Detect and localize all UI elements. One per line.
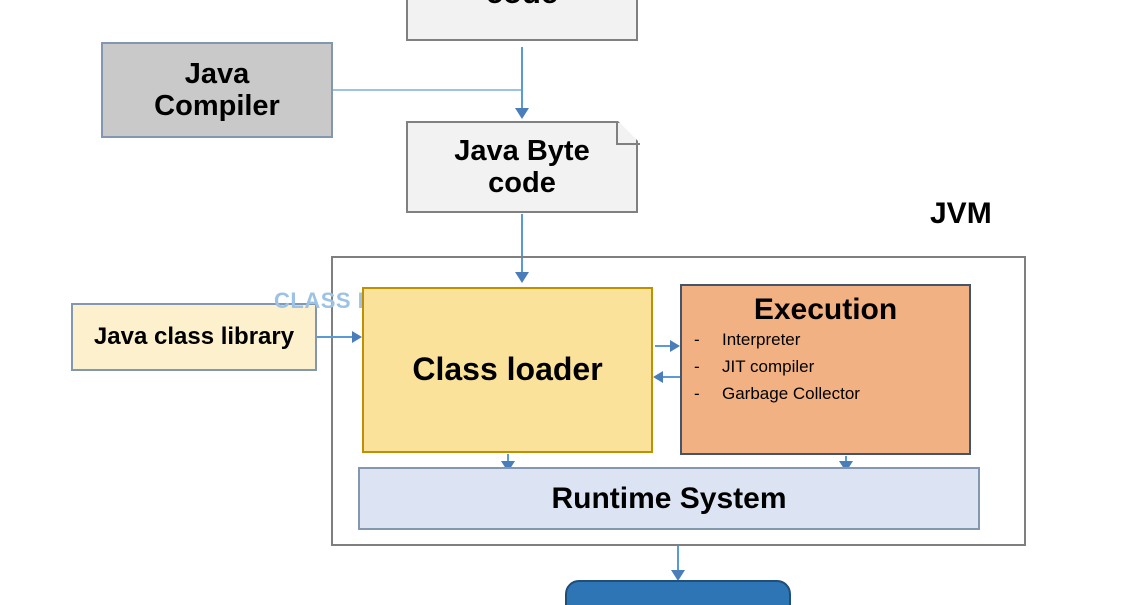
java-compiler-label-line2: Compiler — [154, 90, 280, 122]
execution-title: Execution — [753, 293, 898, 326]
node-execution: Execution - Interpreter - JIT compiler -… — [680, 284, 971, 455]
jvm-boundary — [331, 256, 1026, 546]
execution-item-label: JIT compiler — [722, 356, 815, 376]
edge-compiler-to-bytecode — [333, 89, 523, 91]
node-java-compiler: Java Compiler — [101, 42, 333, 138]
java-byte-code-label-line2: code — [488, 167, 556, 199]
node-hardware-platform — [565, 580, 791, 605]
java-compiler-label-line1: Java — [184, 57, 250, 90]
runtime-system-label: Runtime System — [551, 481, 787, 515]
execution-list-item: - JIT compiler — [694, 357, 969, 376]
bullet-dash-icon: - — [694, 329, 700, 349]
bullet-dash-icon: - — [694, 383, 700, 403]
node-java-class-library: Java class library — [71, 303, 317, 371]
execution-item-label: Interpreter — [722, 329, 801, 349]
node-runtime-system: Runtime System — [358, 467, 980, 530]
edge-source-to-bytecode — [521, 47, 523, 112]
java-byte-code-label-line1: Java Byte — [454, 134, 590, 167]
node-java-source-code: code — [406, 0, 638, 41]
execution-item-label: Garbage Collector — [722, 383, 860, 403]
jvm-label: JVM — [930, 197, 992, 230]
java-source-code-label: code — [486, 0, 558, 11]
execution-item-list: - Interpreter - JIT compiler - Garbage C… — [682, 330, 969, 403]
node-class-loader: Class loader — [362, 287, 653, 453]
execution-list-item: - Interpreter — [694, 330, 969, 349]
edge-runtime-to-hardware — [677, 546, 679, 578]
execution-list-item: - Garbage Collector — [694, 384, 969, 403]
bullet-dash-icon: - — [694, 356, 700, 376]
class-loader-label: Class loader — [412, 351, 603, 388]
java-class-library-label: Java class library — [93, 322, 295, 350]
arrowhead-source-to-bytecode-icon — [515, 108, 529, 119]
node-java-byte-code: Java Byte code — [406, 121, 638, 213]
